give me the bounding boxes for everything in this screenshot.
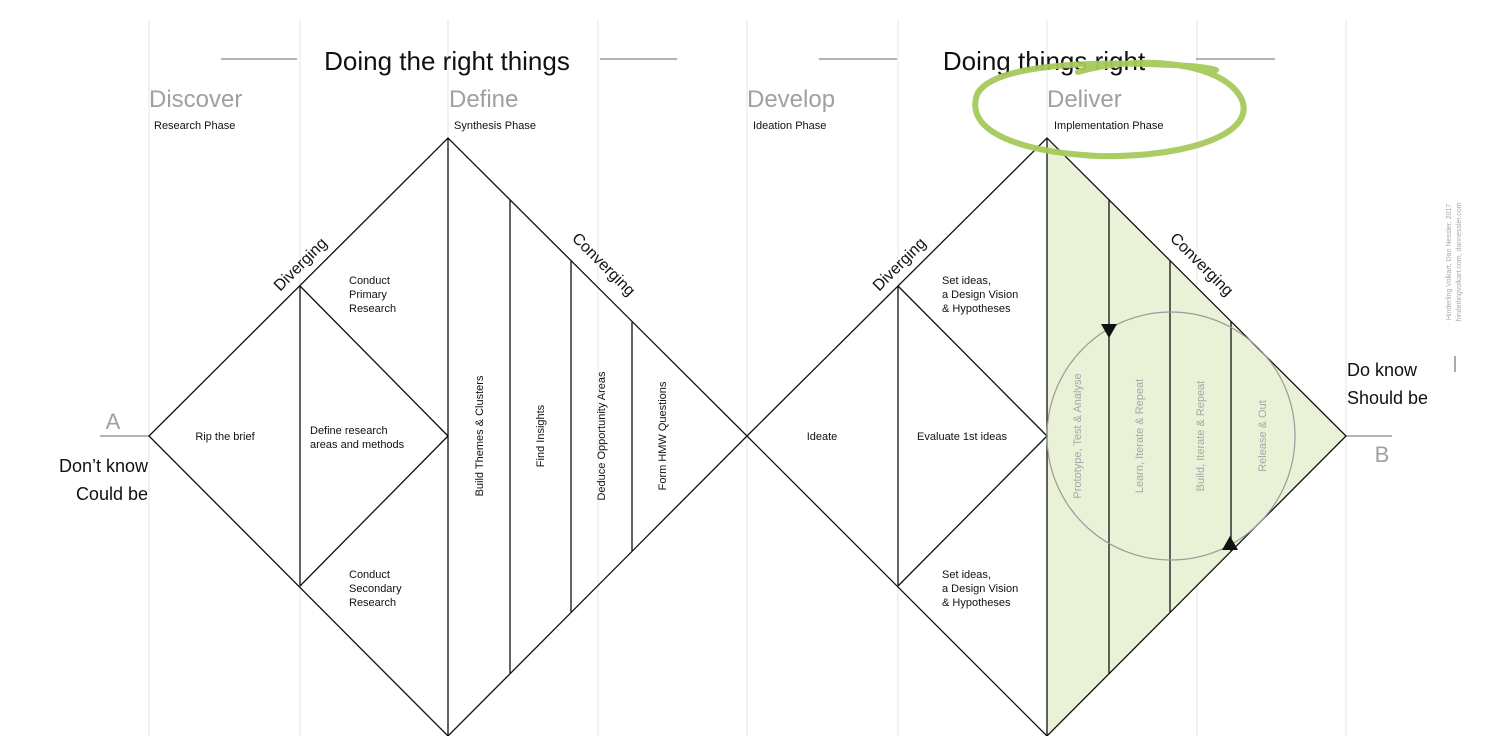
learn-iterate-label: Learn, Iterate & Repeat xyxy=(1134,379,1146,493)
define-research-line2: areas and methods xyxy=(310,439,405,451)
conduct-primary-line2: Primary xyxy=(349,289,387,301)
endpoint-b-label: B xyxy=(1375,442,1390,467)
iteration-cycle-circle xyxy=(1046,311,1296,561)
cycle-arrow-up-icon xyxy=(1222,536,1238,550)
form-hmw-label: Form HMW Questions xyxy=(657,381,669,490)
set-ideas-bottom-line1: Set ideas, xyxy=(942,569,991,581)
credit-line1: Hinderling Volkart, Dan Nessler, 2017 xyxy=(1446,204,1453,320)
build-themes-label: Build Themes & Clusters xyxy=(474,375,486,496)
prototype-test-label: Prototype, Test & Analyse xyxy=(1072,373,1084,498)
conduct-primary-line1: Conduct xyxy=(349,275,390,287)
set-ideas-bottom-line3: & Hypotheses xyxy=(942,597,1011,609)
credit-line2: hinderlingvolkart.com, dannessler.com xyxy=(1456,202,1463,321)
release-out-label: Release & Out xyxy=(1257,400,1269,472)
phase-deliver-subtitle: Implementation Phase xyxy=(1054,120,1163,132)
phase-define-title: Define xyxy=(449,86,518,113)
phase-define-subtitle: Synthesis Phase xyxy=(454,120,536,132)
deduce-opportunity-label: Deduce Opportunity Areas xyxy=(596,371,608,501)
should-be-label: Should be xyxy=(1347,388,1428,408)
could-be-label: Could be xyxy=(76,484,148,504)
find-insights-label: Find Insights xyxy=(535,404,547,467)
phase-develop-subtitle: Ideation Phase xyxy=(753,120,826,132)
set-ideas-top-line2: a Design Vision xyxy=(942,289,1018,301)
rip-the-brief-label: Rip the brief xyxy=(195,431,255,443)
conduct-primary-line3: Research xyxy=(349,303,396,315)
diamond2-diverging-label: Diverging xyxy=(870,235,930,295)
do-know-label: Do know xyxy=(1347,360,1418,380)
build-iterate-label: Build, Iterate & Repeat xyxy=(1195,381,1207,492)
ideate-label: Ideate xyxy=(807,431,838,443)
phase-deliver-title: Deliver xyxy=(1047,86,1122,113)
conduct-secondary-line3: Research xyxy=(349,597,396,609)
conduct-secondary-line2: Secondary xyxy=(349,583,402,595)
set-ideas-bottom-line2: a Design Vision xyxy=(942,583,1018,595)
deliver-highlight-area xyxy=(1047,140,1346,736)
phase-discover-title: Discover xyxy=(149,86,242,113)
diamond1-diverging-label: Diverging xyxy=(271,235,331,295)
phase-develop-title: Develop xyxy=(747,86,835,113)
left-header-title: Doing the right things xyxy=(324,46,570,76)
evaluate-ideas-label: Evaluate 1st ideas xyxy=(917,431,1007,443)
define-research-line1: Define research xyxy=(310,425,388,437)
dont-know-label: Don’t know xyxy=(59,456,149,476)
conduct-secondary-line1: Conduct xyxy=(349,569,390,581)
set-ideas-top-line1: Set ideas, xyxy=(942,275,991,287)
phase-discover-subtitle: Research Phase xyxy=(154,120,235,132)
set-ideas-top-line3: & Hypotheses xyxy=(942,303,1011,315)
endpoint-a-label: A xyxy=(106,409,121,434)
diamond1-converging-label: Converging xyxy=(568,230,638,300)
cycle-arrow-down-icon xyxy=(1101,324,1117,338)
deliver-highlight-circle xyxy=(972,59,1247,160)
